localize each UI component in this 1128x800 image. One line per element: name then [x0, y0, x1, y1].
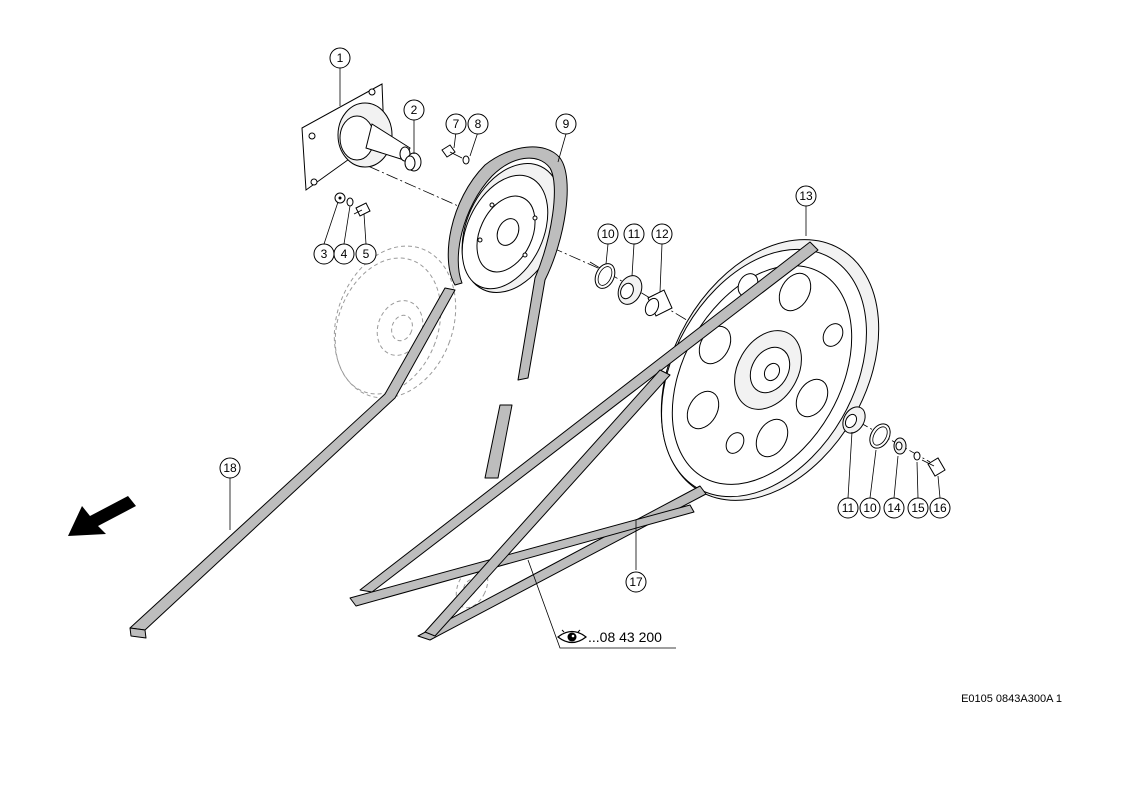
- svg-text:1: 1: [337, 51, 344, 65]
- svg-text:10: 10: [863, 501, 877, 515]
- callout-5: 5: [355, 243, 377, 265]
- callout-4: 4: [333, 243, 355, 265]
- svg-text:15: 15: [911, 501, 925, 515]
- svg-text:10: 10: [601, 227, 615, 241]
- leader-lines: [229, 68, 941, 649]
- callout-2: 2: [403, 99, 425, 121]
- callout-8: 8: [467, 113, 489, 135]
- part-10-circlip-upper: [594, 263, 616, 289]
- svg-text:8: 8: [475, 117, 482, 131]
- svg-text:13: 13: [799, 189, 813, 203]
- svg-text:11: 11: [628, 227, 641, 241]
- part-12-spacer: [644, 289, 673, 317]
- svg-text:14: 14: [887, 501, 901, 515]
- callout-3: 3: [313, 243, 335, 265]
- eye-icon: [557, 629, 587, 644]
- svg-text:12: 12: [655, 227, 669, 241]
- callout-7: 7: [445, 113, 467, 135]
- svg-text:5: 5: [363, 247, 370, 261]
- drawing-code: E0105 0843A300A 1: [961, 693, 1062, 705]
- part-14-washer: [893, 437, 907, 455]
- part-1-bearing-housing: [301, 83, 411, 191]
- part-8-washer: [462, 155, 470, 165]
- part-7-screw: [441, 144, 463, 159]
- callout-10-lower: 10: [859, 497, 881, 519]
- callout-17: 17: [625, 571, 647, 593]
- callout-13: 13: [795, 185, 817, 207]
- part-17-belt-loop: [349, 241, 819, 641]
- svg-text:4: 4: [341, 247, 348, 261]
- callout-10-upper: 10: [597, 223, 619, 245]
- part-11-bearing-lower: [842, 406, 866, 434]
- belt-small-loop: [447, 146, 568, 479]
- part-11-bearing-upper: [617, 275, 643, 305]
- part-13-large-pulley: [660, 239, 880, 501]
- callout-12: 12: [651, 223, 673, 245]
- callout-9: 9: [555, 113, 577, 135]
- callout-18: 18: [219, 457, 241, 479]
- part-16-bolt: [921, 457, 946, 477]
- callout-14: 14: [883, 497, 905, 519]
- svg-text:16: 16: [933, 501, 947, 515]
- part-3-washer: [334, 192, 346, 204]
- callout-11-lower: 11: [837, 497, 859, 519]
- svg-text:11: 11: [842, 501, 855, 515]
- reference-text: ...08 43 200: [588, 629, 662, 645]
- callout-16: 16: [929, 497, 951, 519]
- callout-1: 1: [329, 47, 351, 69]
- svg-text:2: 2: [411, 103, 418, 117]
- part-4-lock-washer: [346, 197, 354, 207]
- part-18-belt-strand: [129, 287, 456, 639]
- part-10-circlip-lower: [869, 423, 891, 449]
- svg-text:18: 18: [223, 461, 237, 475]
- callout-15: 15: [907, 497, 929, 519]
- svg-text:9: 9: [563, 117, 570, 131]
- part-15-lock-washer: [913, 451, 921, 461]
- svg-text:17: 17: [629, 575, 643, 589]
- arrow-icon: [68, 496, 136, 536]
- svg-text:7: 7: [453, 117, 460, 131]
- callout-11-upper: 11: [623, 223, 645, 245]
- part-5-screw: [353, 202, 371, 217]
- svg-text:3: 3: [321, 247, 328, 261]
- part-9-drive-pulley: [461, 163, 563, 293]
